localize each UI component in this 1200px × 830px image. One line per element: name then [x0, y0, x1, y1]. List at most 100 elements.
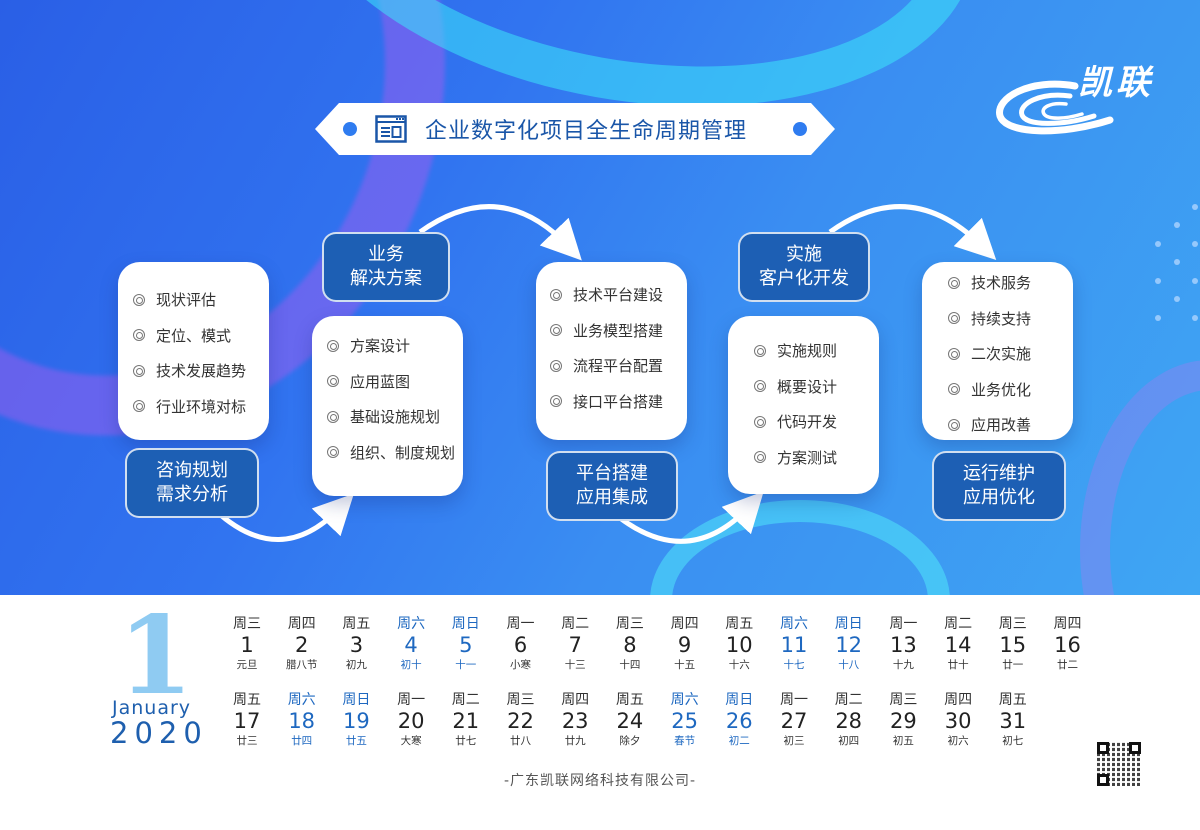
circle-bullet-icon: [327, 339, 339, 352]
weekday-label: 周六: [397, 616, 426, 632]
list-item: 现状评估: [133, 282, 269, 318]
weekday-label: 周二: [451, 692, 480, 708]
page-title-banner: 企业数字化项目全生命周期管理: [315, 103, 835, 155]
weekday-label: 周五: [615, 692, 644, 708]
circle-bullet-icon: [550, 288, 562, 301]
phase-label-platform: 平台搭建 应用集成: [546, 451, 678, 521]
circle-bullet-icon: [550, 324, 562, 337]
lunar-date: 初七: [1002, 735, 1024, 747]
day-number: 3: [349, 633, 364, 657]
weekday-label: 周四: [287, 616, 316, 632]
lunar-date: 廿四: [291, 735, 313, 747]
phase-label-solution: 业务 解决方案: [322, 232, 450, 302]
company-footer: -广东凯联网络科技有限公司-: [503, 773, 697, 789]
list-item: 技术平台建设: [550, 277, 687, 313]
circle-bullet-icon: [754, 344, 766, 357]
decorative-dots: [1150, 190, 1200, 330]
lunar-date: 廿八: [510, 735, 531, 747]
lunar-date: 初三: [783, 735, 805, 747]
decorative-wave: [650, 500, 950, 595]
lunar-date: 廿七: [455, 735, 477, 747]
day-number: 10: [725, 633, 753, 657]
weekday-label: 周二: [944, 616, 973, 632]
circle-bullet-icon: [948, 276, 960, 289]
list-item: 业务模型搭建: [550, 313, 687, 349]
browser-window-icon: [375, 115, 407, 143]
list-item: 应用改善: [948, 407, 1073, 443]
circle-bullet-icon: [327, 446, 339, 459]
weekday-label: 周日: [451, 616, 480, 632]
list-item: 定位、模式: [133, 318, 269, 354]
circle-bullet-icon: [550, 359, 562, 372]
list-item: 持续支持: [948, 301, 1073, 337]
logo-text: 凯联: [1078, 63, 1154, 103]
calendar-section: [0, 595, 1200, 830]
qr-finder: [1129, 742, 1141, 754]
circle-bullet-icon: [550, 395, 562, 408]
lunar-date: 十一: [455, 659, 477, 671]
weekday-label: 周四: [1053, 616, 1082, 632]
phase-label-implementation: 实施 客户化开发: [738, 232, 870, 302]
lunar-date: 廿九: [564, 735, 586, 747]
circle-bullet-icon: [133, 364, 145, 377]
day-number: 13: [890, 633, 917, 657]
weekday-label: 周六: [287, 692, 316, 708]
weekday-label: 周五: [233, 692, 261, 708]
month-number: 1: [118, 593, 194, 719]
lunar-date: 廿二: [1057, 659, 1078, 671]
list-item: 方案测试: [754, 440, 879, 476]
lunar-date: 初二: [728, 735, 750, 747]
circle-bullet-icon: [133, 329, 145, 342]
list-item: 技术服务: [948, 265, 1073, 301]
lunar-date: 十七: [783, 659, 805, 671]
circle-bullet-icon: [948, 347, 960, 360]
day-number: 16: [1054, 633, 1081, 657]
weekday-label: 周六: [670, 692, 699, 708]
day-number: 31: [999, 709, 1027, 733]
day-number: 1: [240, 633, 254, 657]
weekday-label: 周日: [834, 616, 863, 632]
stage-card-solution: 方案设计 应用蓝图 基础设施规划 组织、制度规划: [312, 316, 463, 496]
circle-bullet-icon: [327, 375, 339, 388]
weekday-label: 周三: [506, 692, 535, 708]
day-number: 28: [835, 709, 863, 733]
circle-bullet-icon: [754, 415, 766, 428]
lunar-date: 十八: [838, 659, 860, 671]
day-number: 23: [561, 709, 589, 733]
lunar-date: 初五: [892, 735, 914, 747]
weekday-label: 周五: [725, 616, 754, 632]
weekday-label: 周日: [725, 692, 754, 708]
weekday-label: 周三: [233, 616, 261, 632]
hero-banner: 凯联 企业数字化项目全生命周期管理 现状评估 定位、模式: [0, 0, 1200, 595]
qr-finder: [1097, 742, 1109, 754]
circle-bullet-icon: [327, 410, 339, 423]
circle-bullet-icon: [133, 293, 145, 306]
day-number: 27: [780, 709, 808, 733]
weekday-label: 周一: [780, 692, 808, 708]
lunar-date: 十六: [728, 659, 750, 671]
lunar-date: 十三: [564, 659, 586, 671]
weekday-label: 周三: [889, 692, 918, 708]
stage-card-platform: 技术平台建设 业务模型搭建 流程平台配置 接口平台搭建: [536, 262, 687, 440]
ripple-swirl-logo-icon: [996, 80, 1114, 135]
phase-label-operations: 运行维护 应用优化: [932, 451, 1066, 521]
weekday-label: 周三: [615, 616, 644, 632]
circle-bullet-icon: [948, 312, 960, 325]
day-number: 17: [233, 709, 261, 733]
